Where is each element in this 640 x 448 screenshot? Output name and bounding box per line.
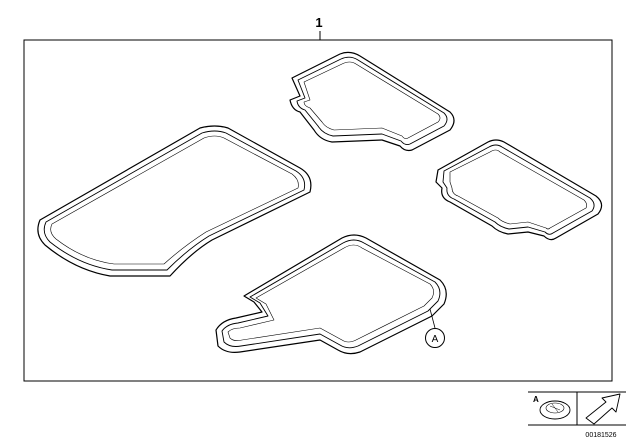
floor-mat-rear-left xyxy=(215,234,447,355)
clip-fastener-icon xyxy=(539,400,571,420)
callout-circle xyxy=(425,328,445,348)
callout-leader xyxy=(429,308,436,329)
direction-arrow-icon xyxy=(585,393,621,425)
callout-label: A xyxy=(432,334,439,345)
legend-box: A 00181526 xyxy=(528,391,626,439)
part-number-label: 1 xyxy=(315,15,322,30)
floor-mat-rear-right xyxy=(435,139,603,241)
assembly-frame xyxy=(23,39,613,382)
legend-letter: A xyxy=(533,395,539,404)
floor-mat-front-right xyxy=(289,51,455,152)
floor-mat-front-left xyxy=(37,125,312,277)
diagram-id-label: 00181526 xyxy=(585,432,616,439)
